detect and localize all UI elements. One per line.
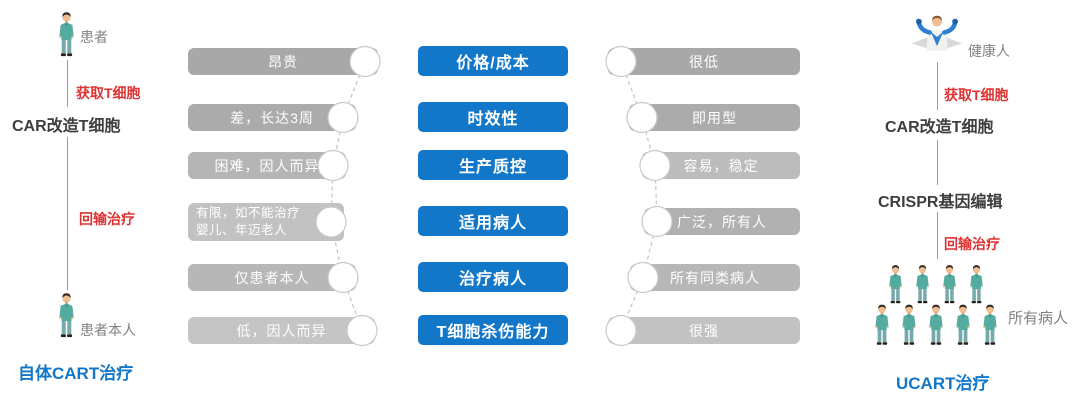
autologous-bar: 低，因人而异 [188, 317, 375, 344]
reinfusion-label-right: 回输治疗 [944, 236, 1000, 252]
patient-self-label: 患者本人 [80, 322, 136, 338]
acquire-tcell-label-left: 获取T细胞 [76, 85, 141, 101]
patient-crowd-member-icon [886, 263, 905, 306]
attribute-button: 价格/成本 [418, 46, 568, 76]
healthy-person-icon [908, 13, 966, 61]
flow-line [67, 137, 68, 290]
autologous-bar: 困难，因人而异 [188, 152, 346, 179]
attribute-button: 适用病人 [418, 206, 568, 236]
autologous-bar: 差，长达3周 [188, 104, 356, 131]
patient-label: 患者 [80, 29, 108, 45]
car-modify-label-left: CAR改造T细胞 [12, 118, 121, 135]
ucart-bar: 很低 [608, 48, 800, 75]
ucart-bar: 很强 [608, 317, 800, 344]
attribute-button: 时效性 [418, 102, 568, 132]
autologous-cart-title: 自体CART治疗 [18, 364, 134, 383]
autologous-bar: 仅患者本人 [188, 264, 356, 291]
flow-line [937, 140, 938, 185]
flow-line [67, 60, 68, 107]
reinfusion-label-left: 回输治疗 [79, 211, 135, 227]
patient-crowd-member-icon [872, 300, 892, 350]
patient-crowd-member-icon [940, 263, 959, 306]
attribute-button: 生产质控 [418, 150, 568, 180]
ucart-bar: 广泛，所有人 [644, 208, 800, 235]
patient-icon [55, 11, 78, 58]
all-patients-label: 所有病人 [1008, 310, 1069, 327]
ucart-bar: 容易，稳定 [642, 152, 800, 179]
patient-crowd-member-icon [967, 263, 986, 306]
patient-crowd-member-icon [899, 300, 919, 350]
patient-crowd-member-icon [926, 300, 946, 350]
acquire-tcell-label-right: 获取T细胞 [944, 87, 1009, 103]
healthy-person-label: 健康人 [968, 43, 1010, 59]
patient-self-icon [55, 292, 78, 339]
autologous-bar: 有限，如不能治疗婴儿、年迈老人 [188, 203, 344, 241]
attribute-button: T细胞杀伤能力 [418, 315, 568, 345]
flow-line [937, 212, 938, 259]
crispr-edit-label: CRISPR基因编辑 [878, 194, 1003, 211]
patient-crowd-member-icon [980, 300, 1000, 350]
autologous-bar: 昂贵 [188, 48, 378, 75]
ucart-bar: 所有同类病人 [630, 264, 800, 291]
car-modify-label-right: CAR改造T细胞 [885, 119, 994, 136]
patient-crowd-member-icon [913, 263, 932, 306]
ucart-title: UCART治疗 [896, 374, 990, 393]
ucart-bar: 即用型 [629, 104, 800, 131]
flow-line [937, 62, 938, 110]
patient-crowd-member-icon [953, 300, 973, 350]
attribute-button: 治疗病人 [418, 262, 568, 292]
